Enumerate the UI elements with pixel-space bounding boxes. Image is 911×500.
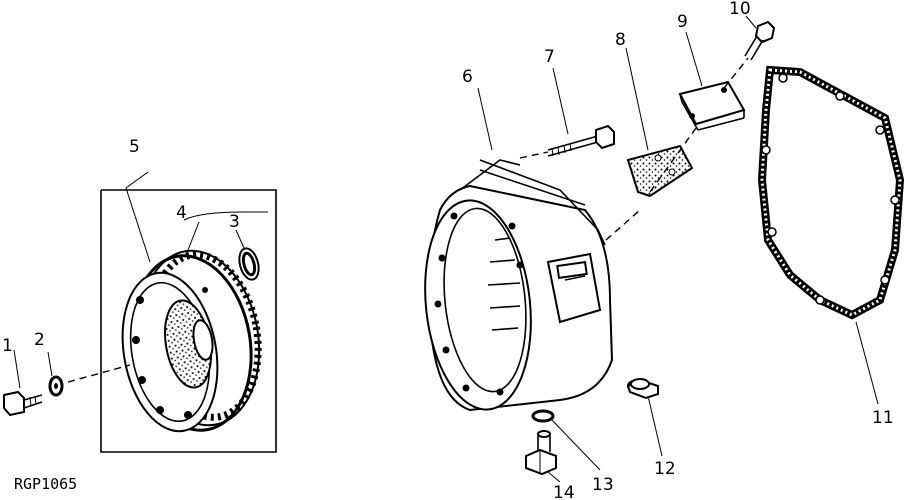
figure-code: RGP1065 [14, 475, 77, 493]
callout-3: 3 [229, 212, 240, 232]
callout-9: 9 [677, 12, 688, 32]
callout-14: 14 [553, 483, 575, 500]
flywheel [121, 249, 262, 433]
bolt-7 [547, 124, 615, 157]
leader-lines-right [477, 15, 879, 483]
callout-5: 5 [129, 137, 140, 157]
assembly-lines-center [519, 57, 749, 241]
callout-1: 1 [2, 336, 13, 356]
flywheel-housing [424, 159, 614, 412]
washer-2 [48, 375, 64, 397]
bolt-14 [525, 430, 557, 476]
washer-13 [531, 409, 555, 423]
cover-plate-9 [678, 80, 746, 131]
callout-4: 4 [176, 203, 187, 223]
bolt-1 [3, 390, 43, 417]
callout-6: 6 [462, 67, 473, 87]
callout-8: 8 [615, 30, 626, 50]
assembly-line-left [67, 364, 131, 383]
callout-2: 2 [34, 330, 45, 350]
callout-12: 12 [654, 459, 676, 479]
housing-gasket-11 [757, 65, 905, 320]
callout-11: 11 [872, 408, 894, 428]
callout-13: 13 [592, 475, 614, 495]
gasket-8 [626, 144, 694, 198]
leader-lines-left [13, 171, 268, 389]
callout-7: 7 [544, 47, 555, 67]
flywheel-box [100, 189, 277, 453]
dowel-pin-12 [626, 378, 659, 400]
callout-10: 10 [729, 0, 751, 19]
callout-labels: 1 2 3 4 5 6 7 8 9 10 11 12 13 14 [2, 0, 894, 500]
pilot-bearing [238, 247, 260, 281]
bolt-10 [744, 20, 776, 61]
